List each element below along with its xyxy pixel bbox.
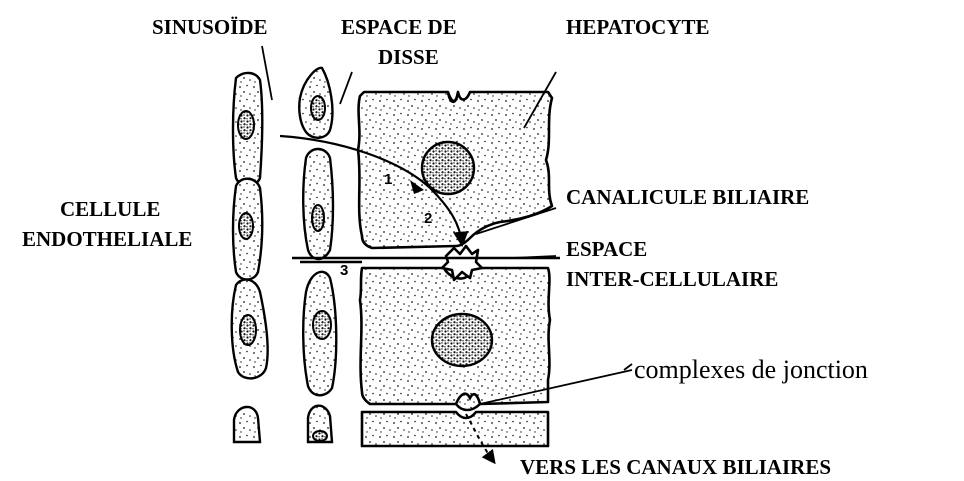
pathway-number: 3 bbox=[340, 262, 348, 279]
endothelial-column-right bbox=[299, 68, 336, 442]
endothelial-nucleus bbox=[312, 205, 324, 231]
endothelial-nucleus bbox=[240, 315, 256, 345]
hepatocyte-upper bbox=[358, 92, 552, 248]
endothelial-cell bbox=[234, 407, 260, 442]
label-cellule-line2: ENDOTHELIALE bbox=[22, 227, 192, 251]
label-espace-de-disse-line1: ESPACE DE bbox=[341, 15, 457, 39]
endothelial-cell bbox=[303, 149, 333, 259]
hepatocyte-nucleus bbox=[422, 142, 474, 194]
pathway-number: 2 bbox=[424, 210, 432, 227]
label-cellule-line1: CELLULE bbox=[60, 197, 160, 221]
hepatocyte-lower bbox=[360, 268, 550, 410]
leader-complexes-tick bbox=[624, 364, 632, 370]
label-hepatocyte: HEPATOCYTE bbox=[566, 15, 710, 39]
hepatocyte-nucleus bbox=[432, 314, 492, 366]
endothelial-nucleus bbox=[313, 311, 331, 339]
leader-sinusoide bbox=[262, 46, 272, 100]
endothelial-nucleus bbox=[313, 431, 327, 441]
leader-espace-de-disse bbox=[340, 72, 352, 104]
pathway-number: 1 bbox=[384, 171, 392, 188]
endothelial-column-left bbox=[232, 73, 268, 442]
endothelial-nucleus bbox=[311, 96, 325, 120]
endothelial-nucleus bbox=[238, 111, 254, 139]
hepatocyte-bottom-partial bbox=[362, 412, 548, 446]
label-espace-line2: INTER-CELLULAIRE bbox=[566, 267, 778, 291]
endothelial-nucleus bbox=[239, 213, 253, 239]
label-vers-les-canaux: VERS LES CANAUX BILIAIRES bbox=[520, 455, 831, 479]
label-sinusoide: SINUSOÏDE bbox=[152, 15, 268, 39]
label-complexes-de-jonction: complexes de jonction bbox=[634, 355, 868, 384]
label-canalicule-biliaire: CANALICULE BILIAIRE bbox=[566, 185, 809, 209]
label-espace-line1: ESPACE bbox=[566, 237, 647, 261]
label-espace-de-disse-line2: DISSE bbox=[378, 45, 439, 69]
